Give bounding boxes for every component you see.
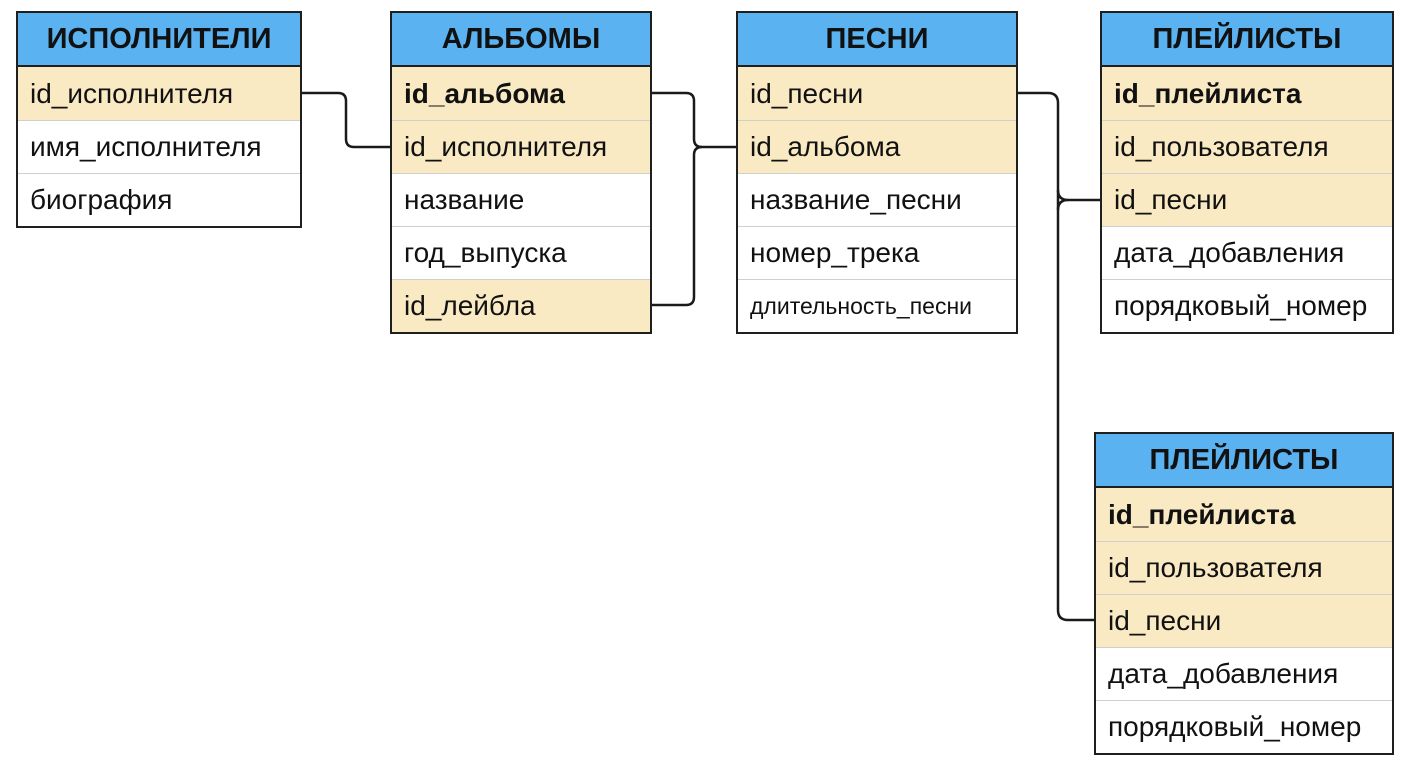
relation-artists-albums — [302, 91, 390, 149]
field-row[interactable]: порядковый_номер — [1096, 700, 1392, 753]
entity-playlists-2[interactable]: ПЛЕЙЛИСТЫ id_плейлиста id_пользователя i… — [1094, 432, 1394, 755]
field-row[interactable]: год_выпуска — [392, 226, 650, 279]
field-row[interactable]: название — [392, 173, 650, 226]
field-row-fk[interactable]: id_исполнителя — [392, 120, 650, 173]
entity-albums[interactable]: АЛЬБОМЫ id_альбома id_исполнителя назван… — [390, 11, 652, 334]
field-row[interactable]: порядковый_номер — [1102, 279, 1392, 332]
field-row-fk[interactable]: id_лейбла — [392, 279, 650, 332]
field-row-fk[interactable]: id_альбома — [738, 120, 1016, 173]
field-row[interactable]: имя_исполнителя — [18, 120, 300, 173]
entity-artists[interactable]: ИСПОЛНИТЕЛИ id_исполнителя имя_исполните… — [16, 11, 302, 228]
junction-branch — [1056, 198, 1069, 211]
entity-title: АЛЬБОМЫ — [392, 13, 650, 67]
field-row-pk[interactable]: id_плейлиста — [1102, 67, 1392, 120]
field-row[interactable]: номер_трека — [738, 226, 1016, 279]
field-row-fk[interactable]: id_песни — [1096, 594, 1392, 647]
field-row-pk[interactable]: id_плейлиста — [1096, 488, 1392, 541]
field-row-fk[interactable]: id_пользователя — [1102, 120, 1392, 173]
relation-songs-playlist-1 — [1018, 91, 1100, 202]
entity-title: ПЕСНИ — [738, 13, 1016, 67]
field-row-pk[interactable]: id_альбома — [392, 67, 650, 120]
entity-title: ПЛЕЙЛИСТЫ — [1102, 13, 1392, 67]
field-row[interactable]: название_песни — [738, 173, 1016, 226]
field-row-fk[interactable]: id_пользователя — [1096, 541, 1392, 594]
field-row-pk[interactable]: id_песни — [738, 67, 1016, 120]
relation-albums-songs-bottom — [652, 145, 703, 307]
field-row[interactable]: биография — [18, 173, 300, 226]
relation-songs-playlist-2 — [1056, 190, 1094, 622]
entity-title: ПЛЕЙЛИСТЫ — [1096, 434, 1392, 488]
field-row[interactable]: дата_добавления — [1096, 647, 1392, 700]
entity-title: ИСПОЛНИТЕЛИ — [18, 13, 300, 67]
field-row-pk[interactable]: id_исполнителя — [18, 67, 300, 120]
relation-albums-songs-top — [652, 91, 736, 149]
entity-songs[interactable]: ПЕСНИ id_песни id_альбома название_песни… — [736, 11, 1018, 334]
field-row-fk[interactable]: id_песни — [1102, 173, 1392, 226]
field-row[interactable]: дата_добавления — [1102, 226, 1392, 279]
entity-playlists-1[interactable]: ПЛЕЙЛИСТЫ id_плейлиста id_пользователя i… — [1100, 11, 1394, 334]
field-row[interactable]: длительность_песни — [738, 279, 1016, 332]
